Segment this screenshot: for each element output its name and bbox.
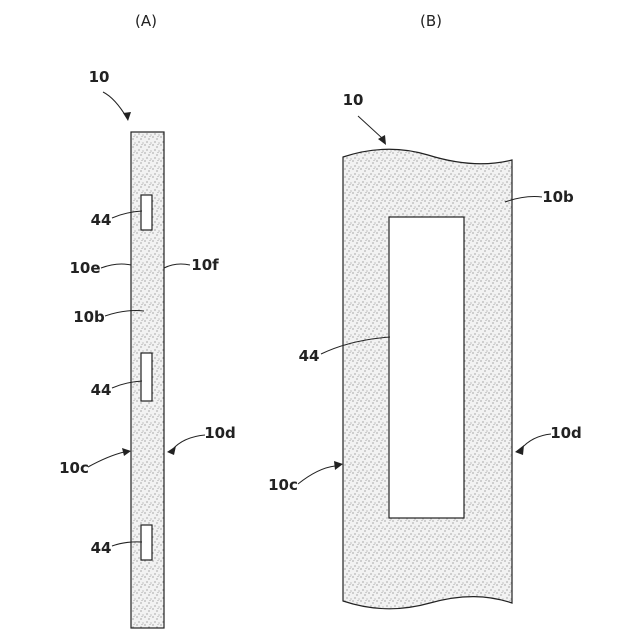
- arrowhead-10-a: [123, 112, 131, 121]
- leader-10c-a: [88, 452, 124, 467]
- label-10b-a: 10b: [73, 308, 105, 326]
- label-10b-b: 10b: [542, 188, 574, 206]
- panel-a-caption: (A): [135, 12, 157, 30]
- label-44-bottom: 44: [91, 539, 112, 557]
- leader-10-b: [358, 116, 382, 138]
- panel-b-caption: (B): [420, 12, 442, 30]
- label-44-middle: 44: [91, 381, 112, 399]
- panel-b: (B) 10 10b 44 10d 10c: [268, 12, 582, 609]
- label-10f: 10f: [191, 256, 219, 274]
- label-10-a: 10: [89, 68, 110, 86]
- arrowhead-10c-a: [122, 448, 131, 456]
- label-10-b: 10: [343, 91, 364, 109]
- arrowhead-10c-b: [334, 461, 343, 470]
- panel-a: (A) 10 44 10e 10f 10b 44 10d 10c: [59, 12, 236, 628]
- hole-44-middle: [141, 353, 152, 401]
- label-10c-b: 10c: [268, 476, 298, 494]
- arrowhead-10d-a: [167, 446, 176, 455]
- label-10c-a: 10c: [59, 459, 89, 477]
- leader-10d-a: [172, 435, 205, 450]
- hole-44-top: [141, 195, 152, 230]
- leader-10d-b: [521, 434, 551, 449]
- hole-44-enlarged: [389, 217, 464, 518]
- leader-10f: [164, 264, 190, 268]
- arrowhead-10d-b: [515, 445, 524, 455]
- label-10d-a: 10d: [204, 424, 236, 442]
- leader-10c-b: [298, 466, 335, 484]
- leader-10e: [101, 264, 131, 268]
- label-10d-b: 10d: [550, 424, 582, 442]
- hole-44-bottom: [141, 525, 152, 560]
- label-10e: 10e: [69, 259, 100, 277]
- label-44-b: 44: [299, 347, 320, 365]
- arrowhead-10-b: [378, 135, 386, 145]
- leader-10-a: [103, 92, 127, 118]
- label-44-top: 44: [91, 211, 112, 229]
